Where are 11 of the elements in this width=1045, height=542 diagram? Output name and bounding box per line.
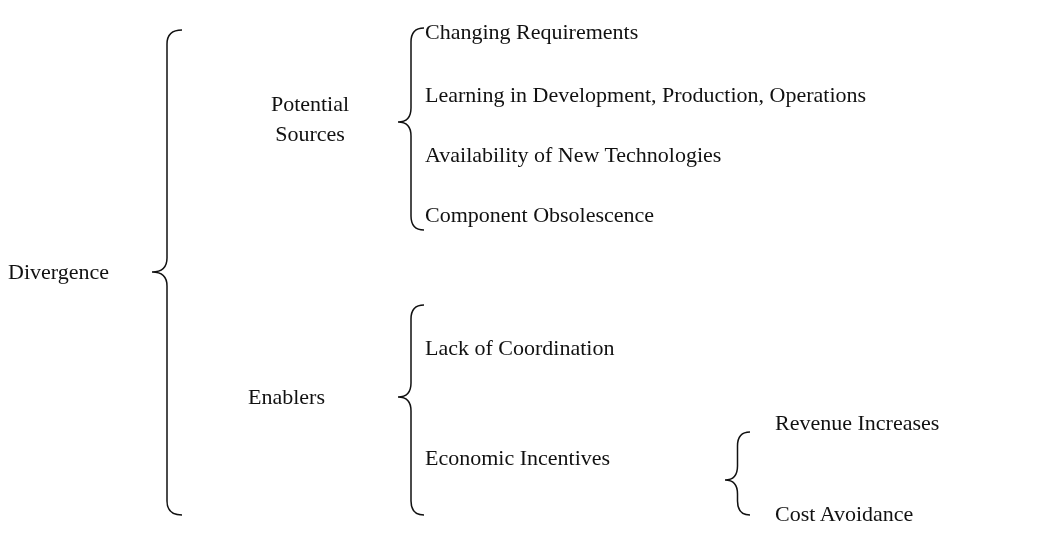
branch-label: Changing Requirements <box>425 18 639 46</box>
branch-label: Enablers <box>248 383 325 411</box>
branch-label: Economic Incentives <box>425 444 611 472</box>
branch-label: Cost Avoidance <box>775 500 914 528</box>
branch-label: Availability of New Technologies <box>425 141 722 169</box>
branch-label: Component Obsolescence <box>425 201 655 229</box>
branch-label: Learning in Development, Production, Operations <box>425 81 867 109</box>
branch-label: Revenue Increases <box>775 409 940 437</box>
branch-label: Potential Sources <box>269 90 351 148</box>
root-label: Divergence <box>8 258 109 286</box>
branch-label: Lack of Coordination <box>425 334 615 362</box>
